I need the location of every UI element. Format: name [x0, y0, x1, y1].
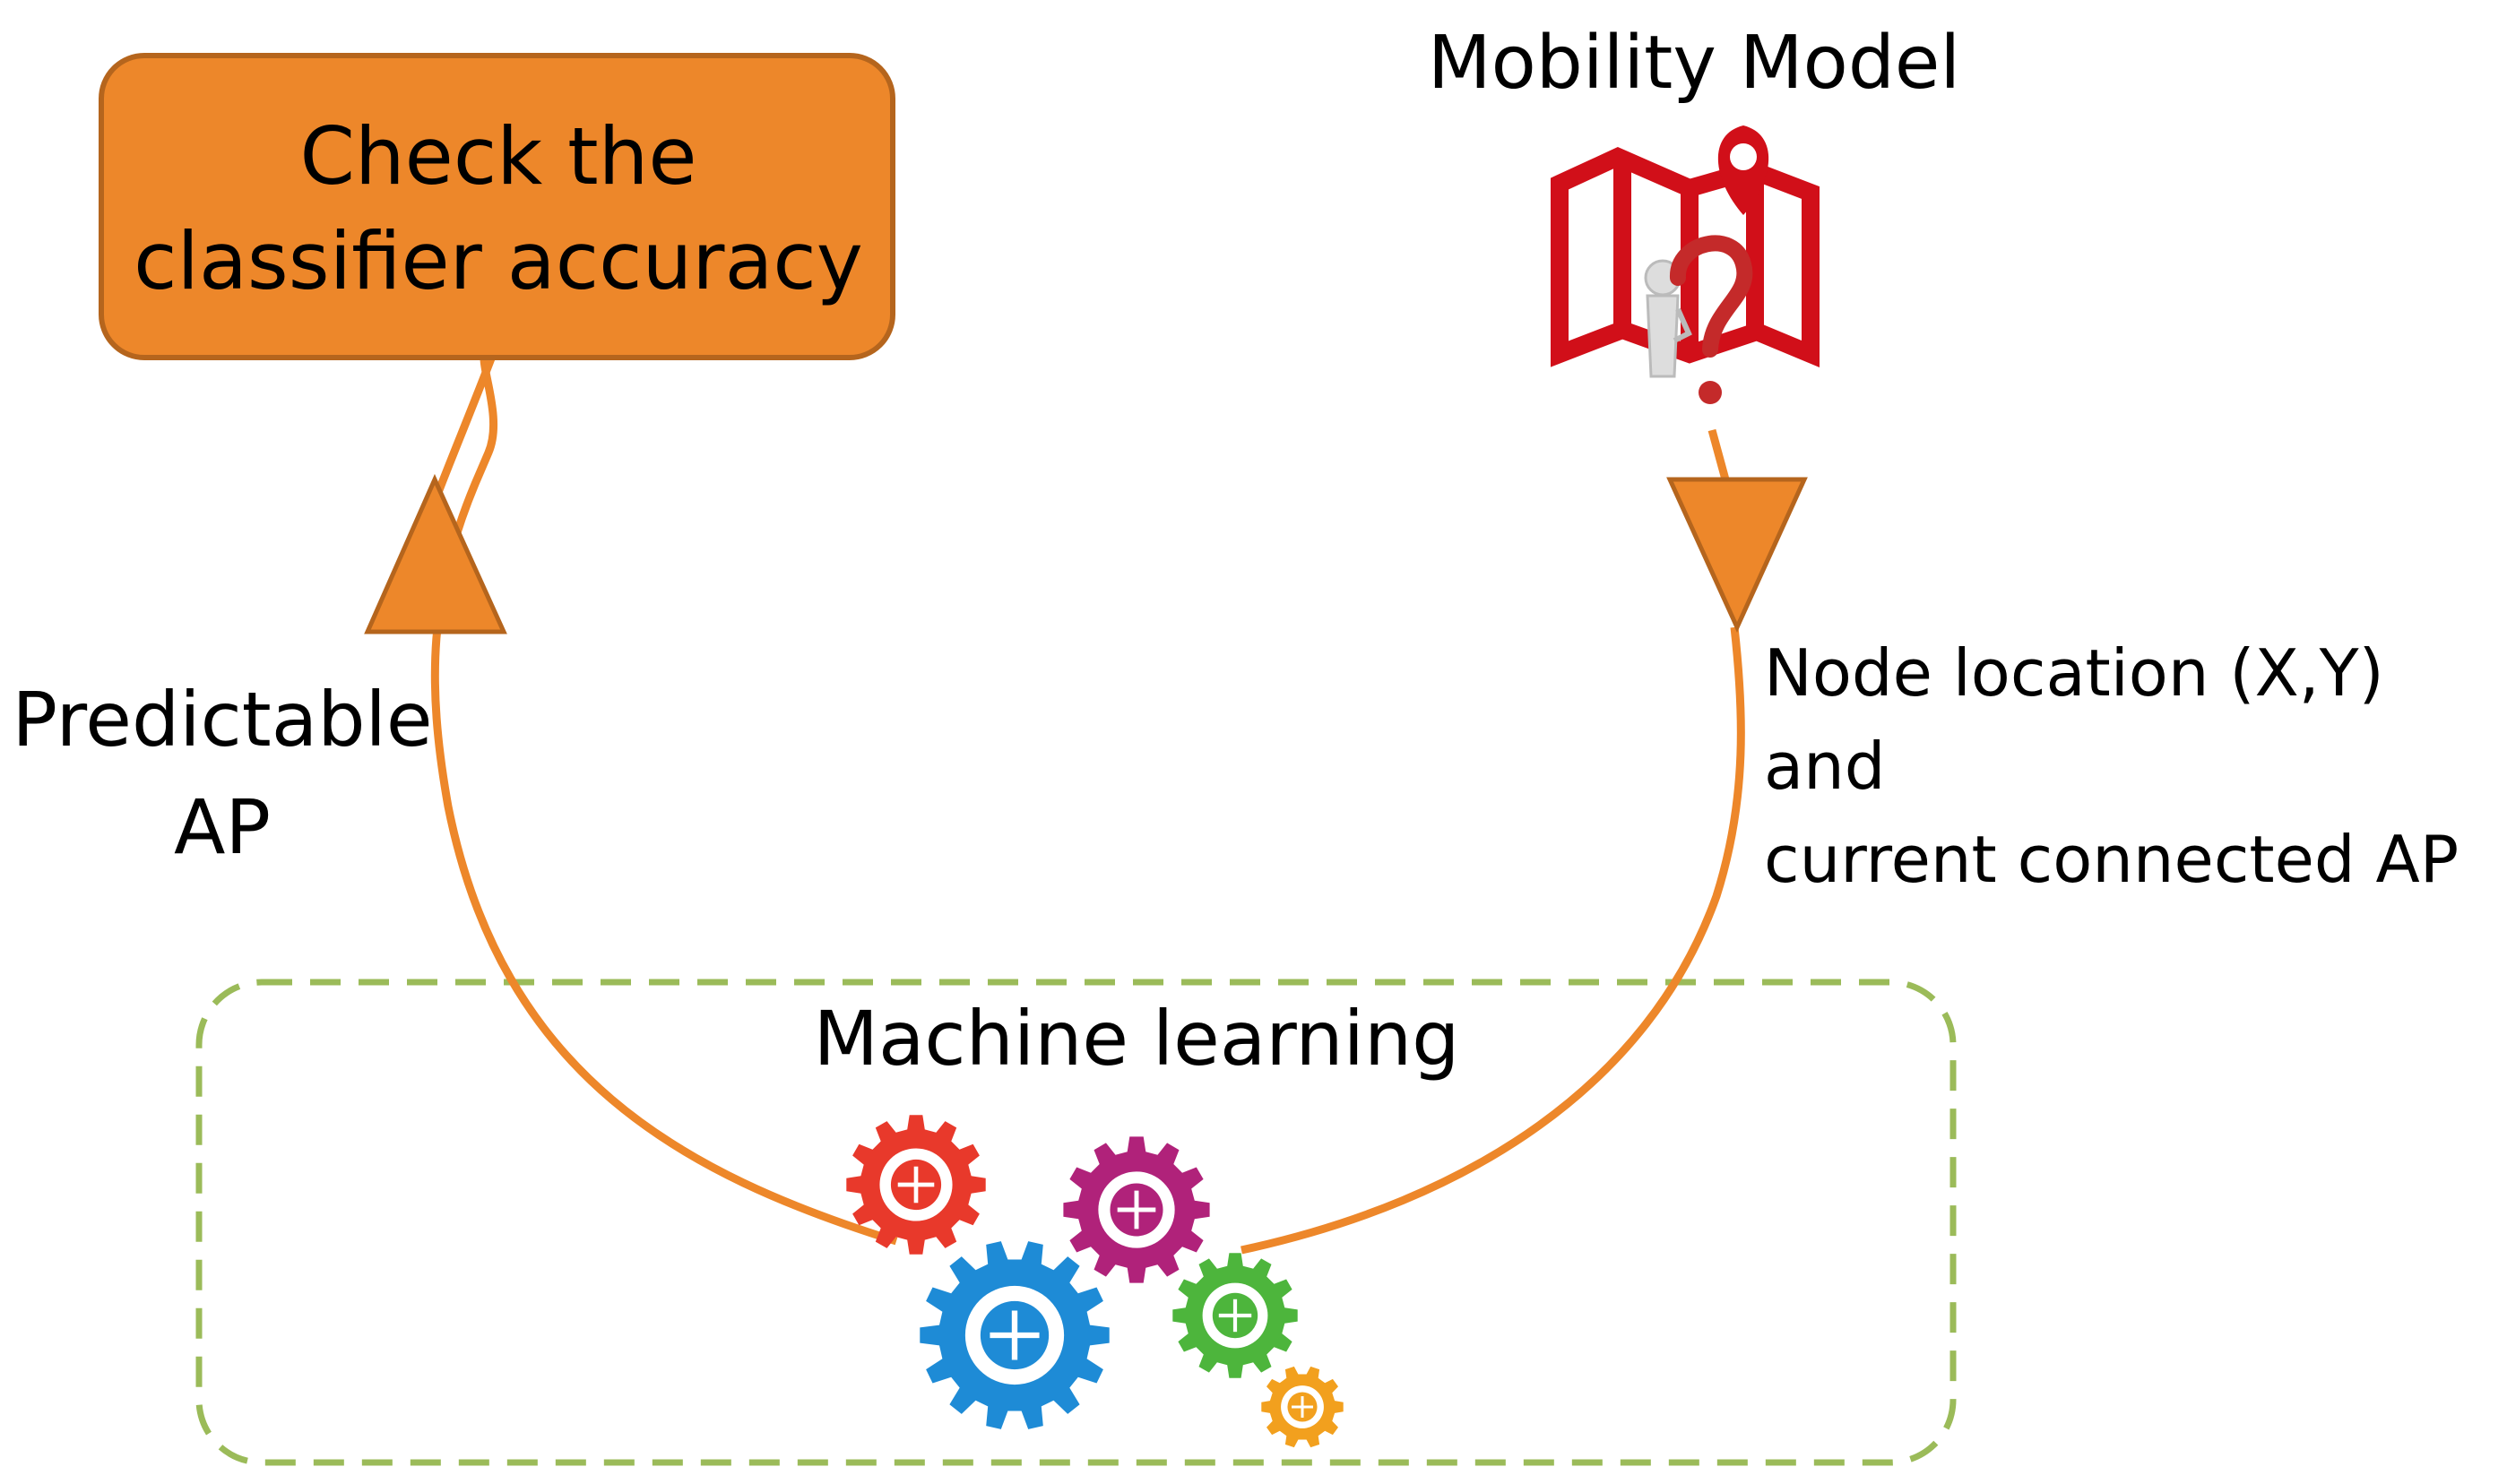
gear-blue-icon — [920, 1241, 1110, 1429]
classifier-box-line1: Check the — [299, 110, 696, 203]
input-label-line2: and — [1764, 729, 1885, 804]
gears-icon — [846, 1115, 1344, 1448]
cycle-arc-right-top — [1707, 428, 1730, 481]
input-label-line1: Node location (X,Y) — [1764, 635, 2384, 711]
gear-yellow-icon — [1261, 1366, 1344, 1448]
machine-learning-group — [195, 979, 1957, 1466]
mobility-model-title: Mobility Model — [1428, 21, 1960, 106]
output-label-line1: Predictable — [12, 676, 432, 764]
input-label-line3: current connected AP — [1764, 822, 2459, 897]
arrowhead-down-icon — [1666, 477, 1808, 634]
classifier-box — [99, 53, 895, 360]
output-label-line2: AP — [174, 783, 271, 871]
cycle-arc-right — [1241, 626, 1745, 1255]
cycle-arc-left-top — [430, 357, 496, 504]
classifier-box-line2: classifier accuracy — [134, 215, 863, 307]
cycle-arc-left — [430, 358, 898, 1246]
gear-red-icon — [846, 1115, 986, 1255]
gear-magenta-icon — [1063, 1136, 1210, 1283]
arrowhead-up-icon — [364, 473, 507, 634]
machine-learning-title: Machine learning — [813, 995, 1459, 1083]
gear-green-icon — [1172, 1253, 1298, 1378]
map-pin-person-question-icon — [1551, 125, 1820, 404]
